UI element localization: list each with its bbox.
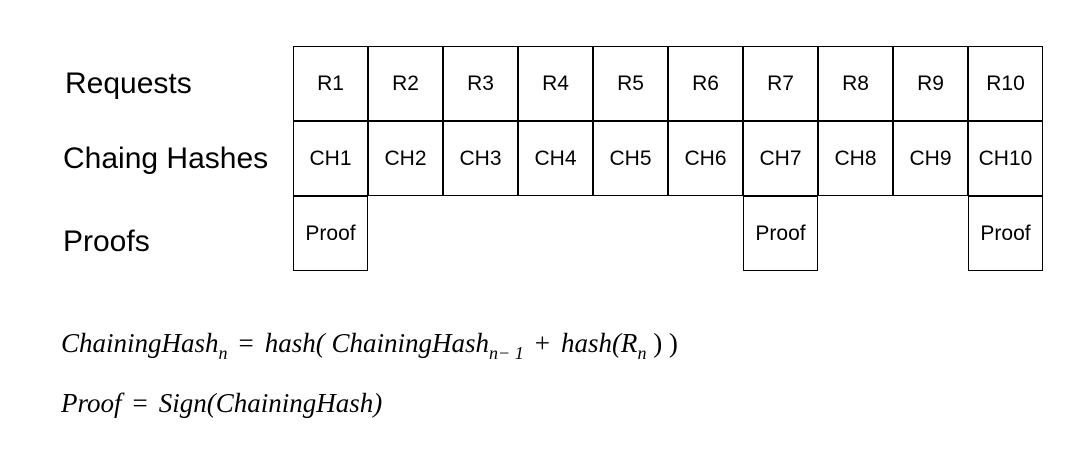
request-cell: R6 — [668, 46, 743, 121]
chaining-hash-cell: CH9 — [893, 121, 968, 196]
chaining-hash-cell: CH1 — [293, 121, 368, 196]
request-cell: R8 — [818, 46, 893, 121]
chaining-hash-cell: CH7 — [743, 121, 818, 196]
request-cell: R3 — [443, 46, 518, 121]
request-cell: R2 — [368, 46, 443, 121]
proof-cell: Proof — [743, 196, 818, 271]
row-label-requests: Requests — [65, 67, 192, 100]
chaining-hash-formula: ChainingHashn=hash( ChainingHashn− 1+has… — [61, 328, 678, 363]
request-cell: R5 — [593, 46, 668, 121]
chaining-hash-cell: CH3 — [443, 121, 518, 196]
request-cell: R10 — [968, 46, 1043, 121]
proof-cell: Proof — [968, 196, 1043, 271]
request-cell: R9 — [893, 46, 968, 121]
request-cell: R4 — [518, 46, 593, 121]
chaining-hash-cell: CH5 — [593, 121, 668, 196]
proof-cell: Proof — [293, 196, 368, 271]
chaining-hash-cell: CH2 — [368, 121, 443, 196]
row-label-chaining-hashes: Chaing Hashes — [63, 142, 269, 175]
chaining-hash-cell: CH6 — [668, 121, 743, 196]
chaining-hash-cell: CH8 — [818, 121, 893, 196]
request-cell: R7 — [743, 46, 818, 121]
chaining-hash-cell: CH4 — [518, 121, 593, 196]
chaining-hash-cell: CH10 — [968, 121, 1043, 196]
row-label-proofs: Proofs — [63, 225, 150, 258]
proof-formula: Proof=Sign(ChainingHash) — [61, 388, 383, 418]
request-cell: R1 — [293, 46, 368, 121]
